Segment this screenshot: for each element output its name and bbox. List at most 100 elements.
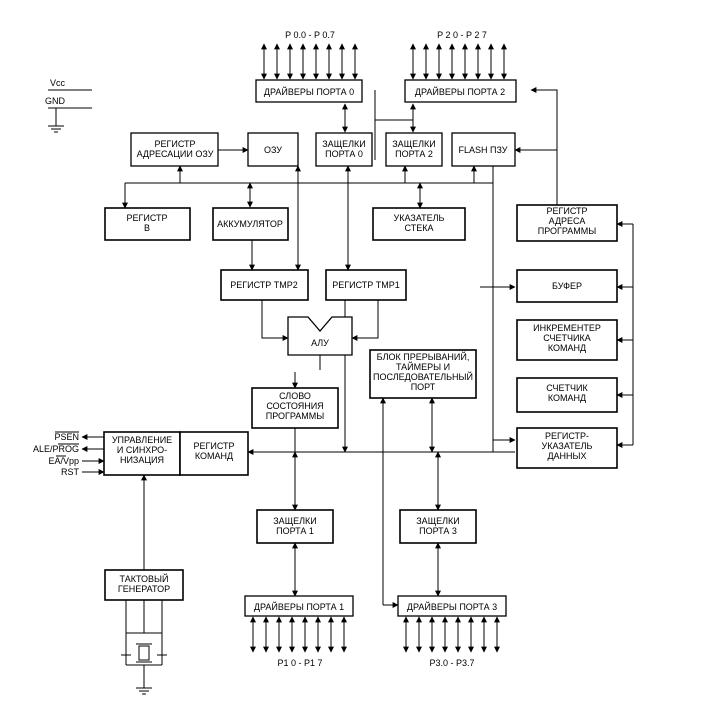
port3-label: P3.0 - P3.7 — [429, 658, 474, 668]
block-label-line: АДРЕСАЦИИ ОЗУ — [137, 149, 214, 159]
block-label-line: ДАННЫХ — [547, 451, 586, 461]
block-label-line: ДРАЙВЕРЫ ПОРТА 0 — [264, 86, 354, 97]
block-label-line: НИЗАЦИЯ — [120, 455, 164, 465]
block-label-line: В — [144, 223, 150, 233]
port0-pins — [261, 43, 358, 80]
block-label: ДРАЙВЕРЫ ПОРТА 2 — [415, 86, 505, 97]
port1-pins — [250, 616, 347, 653]
block-label-line: АККУМУЛЯТОР — [217, 219, 283, 229]
block-label-line: РЕГИСТР — [126, 213, 167, 223]
block-label-line: КОМАНД — [548, 343, 586, 353]
block-label-line: ПОСЛЕДОВАТЕЛЬНЫЙ — [373, 371, 473, 382]
block-buffer: БУФЕР — [516, 269, 618, 303]
rst-pin: RST — [61, 467, 80, 477]
block-label-line: ПОРТА 2 — [395, 149, 433, 159]
block-label-line: СТЕКА — [405, 223, 434, 233]
block-label-line: РЕГИСТР — [154, 139, 195, 149]
block-label-line: АЛУ — [311, 338, 329, 348]
vcc-label: Vcc — [50, 78, 66, 88]
block-label-line: СЧЕТЧИКА — [543, 333, 590, 343]
block-label-line: АДРЕСА — [549, 216, 586, 226]
block-drivers-p3: ДРАЙВЕРЫ ПОРТА 3 — [397, 595, 507, 617]
block-drivers-p1: ДРАЙВЕРЫ ПОРТА 1 — [244, 595, 354, 617]
block-label-line: ПОРТА 3 — [419, 526, 457, 536]
block-label-line: РЕГИСТР ТМР2 — [230, 280, 298, 290]
block-label-line: РЕГИСТР- — [545, 431, 589, 441]
block-label-line: ПОРТ — [411, 382, 436, 392]
port2-label: P 2 0 - P 2 7 — [437, 30, 487, 40]
block-label-line: УКАЗАТЕЛЬ — [394, 213, 445, 223]
block-label: АККУМУЛЯТОР — [217, 219, 283, 229]
block-label-line: БЛОК ПРЕРЫВАНИЙ, — [377, 351, 470, 362]
block-tmp2-register: РЕГИСТР ТМР2 — [220, 269, 309, 301]
block-label-line: ТАКТОВЫЙ — [120, 573, 169, 584]
block-label-line: СЛОВО — [279, 391, 311, 401]
connection-wires — [48, 87, 634, 695]
block-label: FLASH ПЗУ — [458, 145, 507, 155]
block-label-line: ЗАЩЕЛКИ — [322, 139, 366, 149]
block-label: ОЗУ — [264, 145, 282, 155]
block-label-line: ЗАЩЕЛКИ — [273, 516, 317, 526]
block-label-line: УПРАВЛЕНИЕ — [112, 435, 172, 445]
block-drivers-p0: ДРАЙВЕРЫ ПОРТА 0 — [255, 79, 363, 103]
svg-text:ALE/PROG: ALE/PROG — [33, 444, 79, 454]
block-label-line: ГЕНЕРАТОР — [118, 584, 170, 594]
svg-text:PSEN: PSEN — [54, 432, 79, 442]
port2-pins — [410, 43, 507, 80]
block-tmp1-register: РЕГИСТР ТМР1 — [325, 269, 407, 301]
port1-label: P1 0 - P1 7 — [277, 658, 322, 668]
block-label-line: ИНКРЕМЕНТЕР — [533, 323, 601, 333]
block-label-line: ПРОГРАММЫ — [266, 411, 325, 421]
block-label-line: ЗАЩЕЛКИ — [416, 516, 460, 526]
block-label: РЕГИСТР ТМР1 — [332, 280, 400, 290]
block-label-line: КОМАНД — [548, 393, 586, 403]
block-drivers-p2: ДРАЙВЕРЫ ПОРТА 2 — [404, 79, 517, 103]
block-label-line: ЗАЩЕЛКИ — [392, 139, 436, 149]
svg-text:EA/Vpp: EA/Vpp — [48, 456, 79, 466]
block-label-line: БУФЕР — [552, 281, 582, 291]
block-label-line: КОМАНД — [195, 451, 233, 461]
block-label-line: И СИНХРО- — [117, 445, 167, 455]
block-label-line: РЕГИСТР ТМР1 — [332, 280, 400, 290]
block-label-line: ПОРТА 0 — [325, 149, 363, 159]
block-ram: ОЗУ — [247, 132, 299, 167]
block-label-line: СОСТОЯНИЯ — [266, 401, 323, 411]
block-label: АЛУ — [311, 338, 329, 348]
psen-pin: PSEN — [54, 431, 79, 442]
block-label-line: ДРАЙВЕРЫ ПОРТА 1 — [254, 601, 344, 612]
block-accumulator: АККУМУЛЯТОР — [212, 207, 289, 241]
block-label-line: ОЗУ — [264, 145, 282, 155]
block-label: БУФЕР — [552, 281, 582, 291]
block-label: РЕГИСТР ТМР2 — [230, 280, 298, 290]
block-label-line: ДРАЙВЕРЫ ПОРТА 2 — [415, 86, 505, 97]
block-label-line: FLASH ПЗУ — [458, 145, 507, 155]
gnd-label: GND — [45, 96, 66, 106]
block-label-line: РЕГИСТР — [546, 206, 587, 216]
